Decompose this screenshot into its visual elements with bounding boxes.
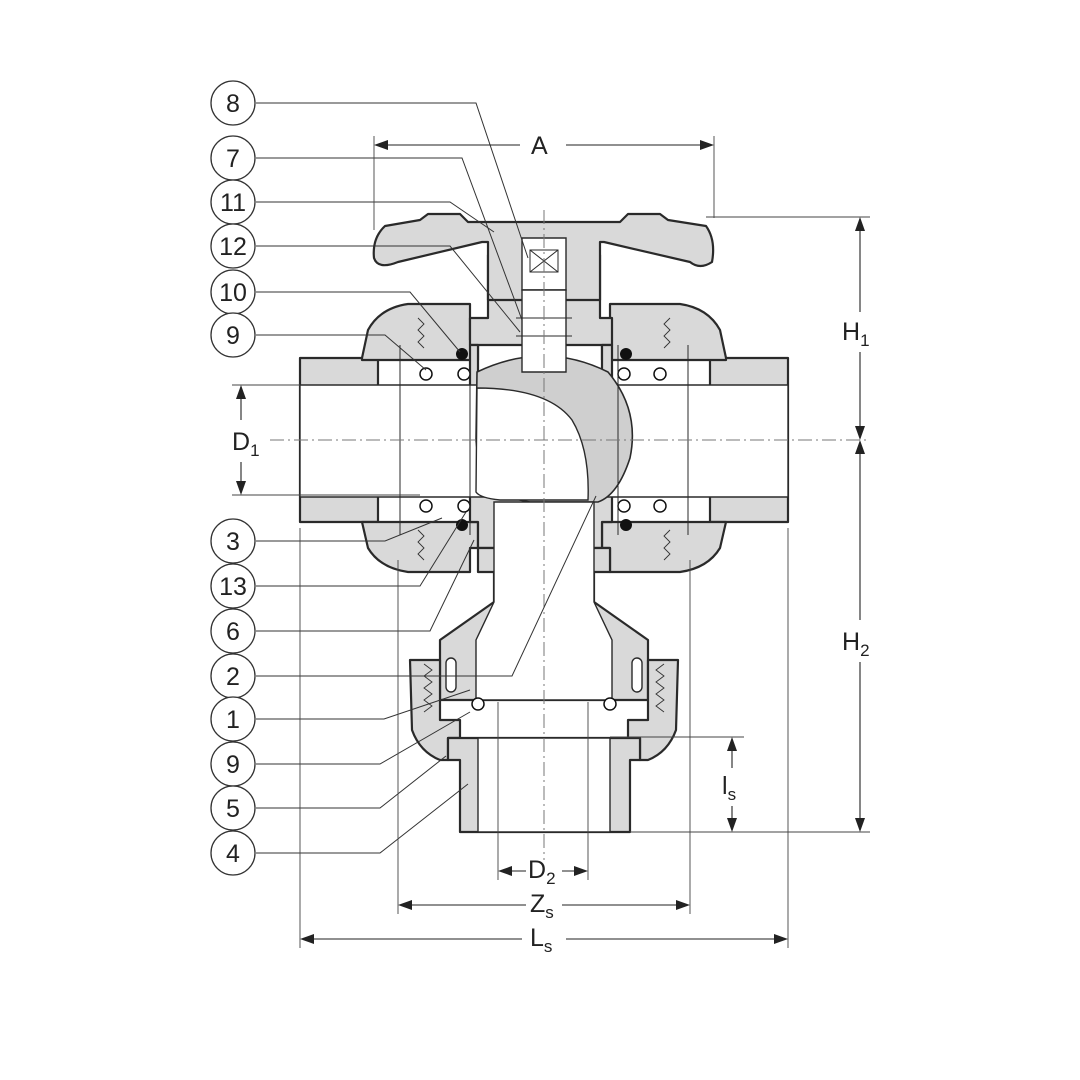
lower-right-thread [655,663,665,713]
callout-label: 12 [219,233,247,261]
o-ring [620,348,632,360]
callout-label: 11 [220,189,246,217]
bottom-socket-bore [477,737,611,833]
callout-7: 7 [210,135,256,181]
callout-label: 13 [219,573,247,601]
left-thread [417,317,425,561]
o-ring [617,499,631,513]
callout-circle [210,608,256,654]
o-ring [419,367,433,381]
dimension-A: A [373,132,715,230]
callout-circle [210,223,256,269]
callout-label: 6 [226,618,240,646]
right-union-nut-lower [600,520,728,574]
o-ring [457,367,471,381]
o-ring [620,519,632,531]
dim-label-D1: D1 [232,428,260,460]
callout-1: 1 [210,696,256,742]
callout-label: 3 [226,528,240,556]
o-ring [603,697,617,711]
callout-9: 9 [210,312,256,358]
valve-body [298,212,790,834]
o-ring [471,697,485,711]
callout-3: 3 [210,518,256,564]
right-thread [663,317,671,561]
dim-label-A: A [531,132,548,160]
callout-5: 5 [210,785,256,831]
o-ring [419,499,433,513]
callout-label: 9 [226,322,240,350]
o-ring [457,499,471,513]
callout-8: 8 [210,80,256,126]
o-ring [456,519,468,531]
dimension-D1: D1 [232,384,420,496]
callout-circle [210,312,256,358]
dimension-D2: D2 [497,702,589,888]
left-union-nut-lower [360,520,480,574]
center-lines [270,210,870,860]
callout-9: 9 [210,741,256,787]
callout-circle [210,80,256,126]
dim-label-ls: ls [722,772,736,804]
o-ring [617,367,631,381]
callout-label: 4 [226,840,240,868]
dim-label-H2: H2 [842,628,870,660]
dim-label-Ls: Ls [530,924,552,956]
callout-12: 12 [210,223,256,269]
dimension-Zs: Zs [397,560,691,922]
dim-label-H1: H1 [842,318,870,350]
callout-circle [210,696,256,742]
callout-label: 7 [226,145,240,173]
lower-union-nut-right [626,658,680,762]
callout-group: 8 7 11 12 10 9 3 13 6 2 1 9 5 4 [210,80,256,876]
dimension-H: H1 H2 [630,216,870,833]
o-ring [653,367,667,381]
dimension-Ls: Ls [299,528,789,956]
callout-2: 2 [210,653,256,699]
callout-circle [210,518,256,564]
callout-circle [210,785,256,831]
callout-11: 11 [210,179,256,225]
callout-circle [210,830,256,876]
dim-label-Zs: Zs [530,890,554,922]
dim-label-D2: D2 [528,856,556,888]
callout-label: 8 [226,90,240,118]
dimension-ls: ls [610,736,744,832]
lower-right-slot [631,657,643,693]
callout-circle [210,563,256,609]
callout-label: 10 [219,279,247,307]
callout-10: 10 [210,269,256,315]
callout-label: 1 [226,706,240,734]
lower-union-nut [408,658,462,762]
callout-4: 4 [210,830,256,876]
o-ring [653,499,667,513]
callout-label: 2 [226,663,240,691]
ball-l-port [475,387,589,501]
lower-left-slot [445,657,457,693]
callout-label: 5 [226,795,240,823]
leader-lines [256,102,597,854]
callout-label: 9 [226,751,240,779]
callout-6: 6 [210,608,256,654]
callout-13: 13 [210,563,256,609]
